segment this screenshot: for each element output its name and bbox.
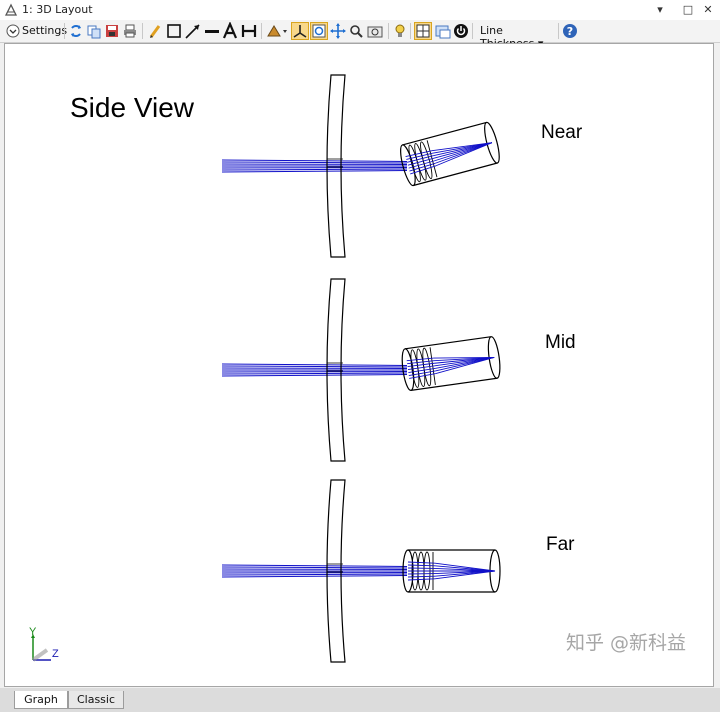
lens-barrel-far xyxy=(402,549,501,593)
help-icon: ? xyxy=(563,24,577,38)
toolbar-separator xyxy=(558,23,559,39)
minimize-button[interactable]: ▾ xyxy=(657,3,663,16)
window-icon xyxy=(435,25,451,39)
text-button[interactable] xyxy=(222,22,238,40)
dimension-button[interactable] xyxy=(240,22,258,40)
light-icon xyxy=(395,24,405,37)
arrow-button[interactable] xyxy=(184,22,202,40)
arrow-icon xyxy=(185,24,200,39)
power-icon xyxy=(454,24,468,38)
close-button[interactable]: ✕ xyxy=(703,3,713,16)
help-button[interactable]: ? xyxy=(562,22,578,40)
toolbar-separator xyxy=(142,23,143,39)
rotate-icon xyxy=(267,25,287,37)
save-button[interactable] xyxy=(104,22,120,40)
power-button[interactable] xyxy=(453,22,469,40)
line-thickness-dropdown[interactable]: Line Thickness ▾ xyxy=(476,22,556,50)
maximize-button[interactable]: □ xyxy=(682,3,694,16)
toolbar-separator xyxy=(64,23,65,39)
axis-indicator-icon xyxy=(31,634,51,662)
meniscus-lens-far xyxy=(326,479,346,663)
layout-drawing xyxy=(221,74,501,663)
pencil-button[interactable] xyxy=(147,22,163,40)
rectangle-button[interactable] xyxy=(166,22,182,40)
refresh-button[interactable] xyxy=(68,22,84,40)
optical-system-far xyxy=(221,479,501,663)
svg-text:?: ? xyxy=(567,25,573,38)
text-icon xyxy=(222,22,238,39)
view-title: Side View xyxy=(70,92,195,123)
meniscus-lens-mid xyxy=(326,278,346,462)
optical-system-mid xyxy=(221,278,501,462)
fit-icon xyxy=(312,24,326,38)
meniscus-lens-near xyxy=(326,74,346,258)
toolbar-separator xyxy=(261,23,262,39)
line-button[interactable] xyxy=(204,22,220,40)
save-icon xyxy=(106,25,118,37)
settings-button[interactable]: Settings xyxy=(4,22,68,40)
axes-icon xyxy=(293,25,307,38)
toolbar-separator xyxy=(388,23,389,39)
copy-button[interactable] xyxy=(86,22,102,40)
window-title: 1: 3D Layout xyxy=(22,3,93,16)
copy-icon xyxy=(87,25,101,39)
print-button[interactable] xyxy=(122,22,138,40)
ray-bundle-near xyxy=(221,159,408,173)
toolbar: Settings xyxy=(0,20,720,50)
layout-canvas[interactable]: Side View Near Mid Far Y Z 知乎 @新科益 xyxy=(4,43,714,687)
move-icon xyxy=(330,23,346,39)
axis-label-y: Y xyxy=(29,626,37,638)
watermark: 知乎 @新科益 xyxy=(566,632,687,654)
window-title-bar: 1: 3D Layout ▾ □ ✕ xyxy=(0,0,720,21)
config-label-near: Near xyxy=(541,122,583,143)
dimension-icon xyxy=(241,25,257,37)
config-label-far: Far xyxy=(546,534,575,555)
toolbar-separator xyxy=(410,23,411,39)
refresh-icon xyxy=(71,25,81,37)
axis-label-z: Z xyxy=(52,648,59,660)
fit-button[interactable] xyxy=(310,22,328,40)
camera-button[interactable] xyxy=(366,22,384,40)
tab-graph[interactable]: Graph xyxy=(14,691,68,709)
tab-classic[interactable]: Classic xyxy=(68,691,124,709)
tile-icon xyxy=(416,24,430,38)
zoom-icon xyxy=(350,25,363,38)
config-label-mid: Mid xyxy=(545,332,576,353)
lens-barrel-near xyxy=(400,121,500,187)
axes-button[interactable] xyxy=(291,22,309,40)
tile-button[interactable] xyxy=(414,22,432,40)
optical-system-near xyxy=(221,74,500,258)
zoom-button[interactable] xyxy=(348,22,364,40)
app-icon xyxy=(4,3,18,16)
ray-bundle-far xyxy=(221,564,408,578)
camera-icon xyxy=(367,26,383,38)
view-tab-bar: Graph Classic xyxy=(0,688,720,712)
light-button[interactable] xyxy=(392,22,408,40)
settings-label: Settings xyxy=(22,24,68,37)
rectangle-icon xyxy=(167,24,181,38)
line-icon xyxy=(205,30,219,33)
print-icon xyxy=(124,24,136,38)
pencil-icon xyxy=(149,25,161,38)
rotate-dropdown[interactable] xyxy=(265,22,289,40)
chevron-down-icon xyxy=(6,24,20,38)
window-button[interactable] xyxy=(434,22,452,40)
move-button[interactable] xyxy=(330,22,346,40)
toolbar-separator xyxy=(472,23,473,39)
ray-bundle-mid xyxy=(221,363,408,377)
lens-barrel-mid xyxy=(401,336,501,391)
